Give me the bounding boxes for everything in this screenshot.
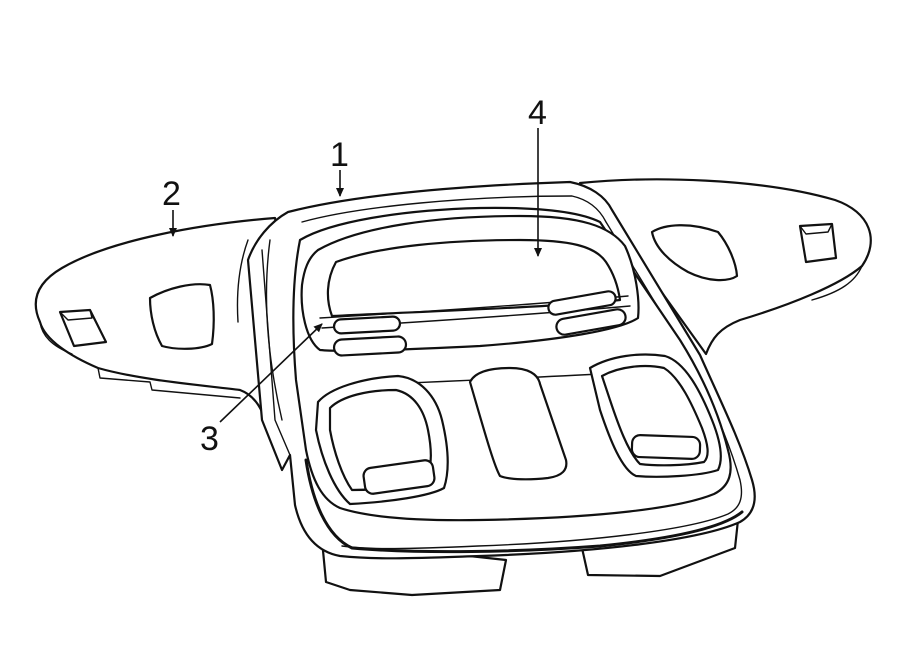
lens-frame-inner xyxy=(326,238,622,318)
left-wing-opening xyxy=(148,283,215,350)
left-wing-clip xyxy=(58,308,108,348)
callout-3: 3 xyxy=(200,420,219,458)
switch-left-lower xyxy=(332,335,408,357)
right-wing-opening xyxy=(650,224,739,282)
center-pocket xyxy=(468,366,568,481)
left-lamp-switch xyxy=(362,459,436,495)
switch-right-lower xyxy=(555,308,627,336)
leader-3 xyxy=(219,323,323,423)
callout-1: 1 xyxy=(330,136,349,174)
right-wing-clip xyxy=(798,222,838,264)
callout-leaders xyxy=(169,128,542,423)
callout-labels: 1 2 3 4 xyxy=(162,94,547,458)
switch-right-upper xyxy=(547,290,617,316)
headliner-trim-panel xyxy=(34,178,872,428)
switch-left-upper xyxy=(332,315,402,335)
right-lamp-switch xyxy=(630,433,702,461)
callout-2: 2 xyxy=(162,175,181,213)
callout-4: 4 xyxy=(528,94,547,132)
console-lamps xyxy=(314,353,722,506)
switch-bezel xyxy=(332,290,627,357)
